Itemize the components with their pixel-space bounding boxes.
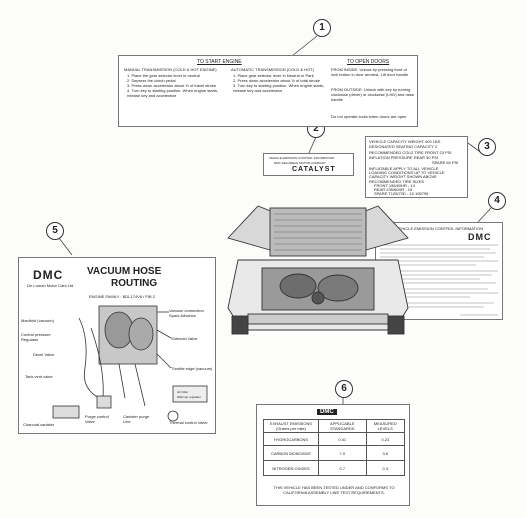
label-tank-vent: Tank vent valve (25, 374, 53, 379)
tire-row: VEHICLE CAPACITY WEIGHT 400 LBS (369, 139, 441, 144)
tire-row: REAR 235/60HR - 15 (374, 187, 413, 192)
manual-step: 2. Depress the clutch pedal (127, 78, 176, 83)
label-warmup-regulator: Warmup regulator (177, 395, 201, 399)
tire-row: INFLATION PRESSURE REAR 30 PSI (369, 155, 439, 160)
standard-value: 7.0 (318, 445, 367, 461)
emissions-table: EXHAUST EMISSIONS (Grams per mile) APPLI… (263, 419, 406, 476)
measured-value: 0.3 (365, 460, 406, 476)
measured-value: 0.23 (365, 432, 406, 446)
dmc-logo-subtitle: De Lorean Motor Cars Ltd (27, 283, 74, 288)
pollutant-name: HYDROCARBONS (263, 432, 319, 446)
tire-row: SPARE T125/70D - 15 105795 (374, 191, 429, 196)
to-start-engine-heading: TO START ENGINE (197, 59, 242, 65)
table-header: APPLICABLE STANDARDS (318, 419, 367, 433)
auto-step: 3. Turn key to starting position. When e… (233, 83, 325, 93)
table-row: NITROGEN OXIDES 0.7 0.3 (263, 460, 406, 476)
manual-step: 3. Press down accelerator about ½ of tra… (127, 83, 217, 88)
standard-value: 0.7 (318, 460, 367, 476)
tire-row: RECOMMENDED TIRE SIZES (369, 179, 425, 184)
routing-title-line2: ROUTING (111, 278, 158, 289)
conformity-statement: THIS VEHICLE HAS BEEN TESTED UNDER AND C… (273, 485, 395, 495)
label-charcoal-canister: Charcoal canister (23, 422, 55, 427)
label-solenoid-valve: Solenoid Valve (171, 336, 198, 341)
table-header-row: EXHAUST EMISSIONS (Grams per mile) APPLI… (263, 419, 406, 433)
auto-title: AUTOMATIC TRANSMISSION (COLD & HOT) (231, 67, 314, 72)
label-manifold: Manifold (vacuum) (21, 318, 54, 323)
table-header: EXHAUST EMISSIONS (Grams per mile) (263, 419, 319, 433)
callout-5: 5 (46, 222, 64, 240)
pollutant-name: CARBON MONOXIDE (263, 445, 319, 461)
dmc-logo: DMC (317, 409, 337, 415)
doors-outside-text: FROM OUTSIDE: Unlock with key by turning… (331, 87, 415, 102)
table-row: HYDROCARBONS 0.41 0.23 (263, 432, 406, 446)
catalyst-line1: VEHICLE EMISSION CONTROL INFORMATION (269, 156, 335, 160)
catalyst-line2: DMC DELOREAN MOTOR COMPANY (274, 161, 326, 165)
car-rear-illustration (227, 205, 409, 335)
callout-1: 1 (313, 19, 331, 37)
emission-title: VEHICLE EMISSION CONTROL INFORMATION (396, 226, 484, 231)
callout-6: 6 (335, 380, 353, 398)
manual-step: 4. Turn key to starting position. When e… (127, 88, 219, 98)
starting-instructions-label: TO START ENGINE TO OPEN DOORS MANUAL TRA… (118, 55, 418, 127)
tire-row: INFLATABLE APPLY TO ALL VEHICLE (369, 166, 439, 171)
label-canister-purge: Canister purge Line (123, 414, 150, 424)
tire-row: DESIGNATED SEATING CAPACITY 2 (369, 144, 438, 149)
tire-row: LOADING CONDITIONS UP TO VEHICLE (369, 170, 445, 175)
vacuum-hose-routing-label: DMC De Lorean Motor Cars Ltd VACUUM HOSE… (18, 257, 216, 434)
label-thermal-control: Thermal control Valve (169, 420, 208, 425)
to-open-doors-heading: TO OPEN DOORS (347, 59, 390, 65)
emissions-table-label: DMC EXHAUST EMISSIONS (Grams per mile) A… (256, 404, 410, 506)
catalyst-title: CATALYST (292, 166, 336, 173)
tire-row: FRONT 195/60HR - 14 (374, 183, 415, 188)
pollutant-name: NITROGEN OXIDES (263, 460, 319, 476)
tire-row: SPARE 60 PSI (432, 160, 459, 165)
dmc-logo: DMC (468, 232, 492, 242)
label-vacuum-connection: Vacuum connection Spark Advance (169, 308, 204, 318)
callout-4: 4 (488, 192, 506, 210)
label-decel-valve: Decel Valve (33, 352, 55, 357)
vacuum-schematic (52, 305, 208, 422)
manual-title: MANUAL TRANSMISSION (COLD & HOT ENGINE) (124, 67, 217, 72)
table-row: CARBON MONOXIDE 7.0 3.6 (263, 445, 406, 461)
auto-step: 2. Press down accelerator about ½ of tot… (233, 78, 320, 83)
label-throttle-edge: Throttle edge (vacuum) (171, 366, 213, 371)
catalyst-label: VEHICLE EMISSION CONTROL INFORMATION DMC… (263, 153, 354, 176)
manual-step: 1. Place the gear selector lever in neut… (127, 73, 200, 78)
label-control-pressure: Control pressure Regulator (21, 332, 51, 342)
routing-title-line1: VACUUM HOSE (87, 266, 162, 277)
engine-family: ENGINE FAMILY : BDL174V6 / FIB 2 (89, 294, 155, 299)
doors-inside-text: FROM INSIDE: Unlock by pressing front of… (331, 67, 409, 77)
auto-step: 1. Place gear selector lever in Neutral … (233, 73, 314, 78)
doors-footer: Do not operate locks when doors are open (331, 114, 407, 119)
label-air-filter: Air Filter (177, 390, 189, 394)
measured-value: 3.6 (365, 445, 406, 461)
standard-value: 0.41 (318, 432, 367, 446)
callout-3: 3 (478, 138, 496, 156)
tire-row: CAPACITY WEIGHT SHOWN ABOVE (369, 174, 437, 179)
tire-info-label: VEHICLE CAPACITY WEIGHT 400 LBS DESIGNAT… (365, 136, 468, 198)
tire-row: RECOMMENDED COLD TIRE FRONT 23 PSI (369, 150, 452, 155)
label-purge-control: Purge control Valve (85, 414, 109, 424)
table-header: MEASURED LEVELS (365, 419, 406, 433)
dmc-logo: DMC (33, 268, 64, 282)
